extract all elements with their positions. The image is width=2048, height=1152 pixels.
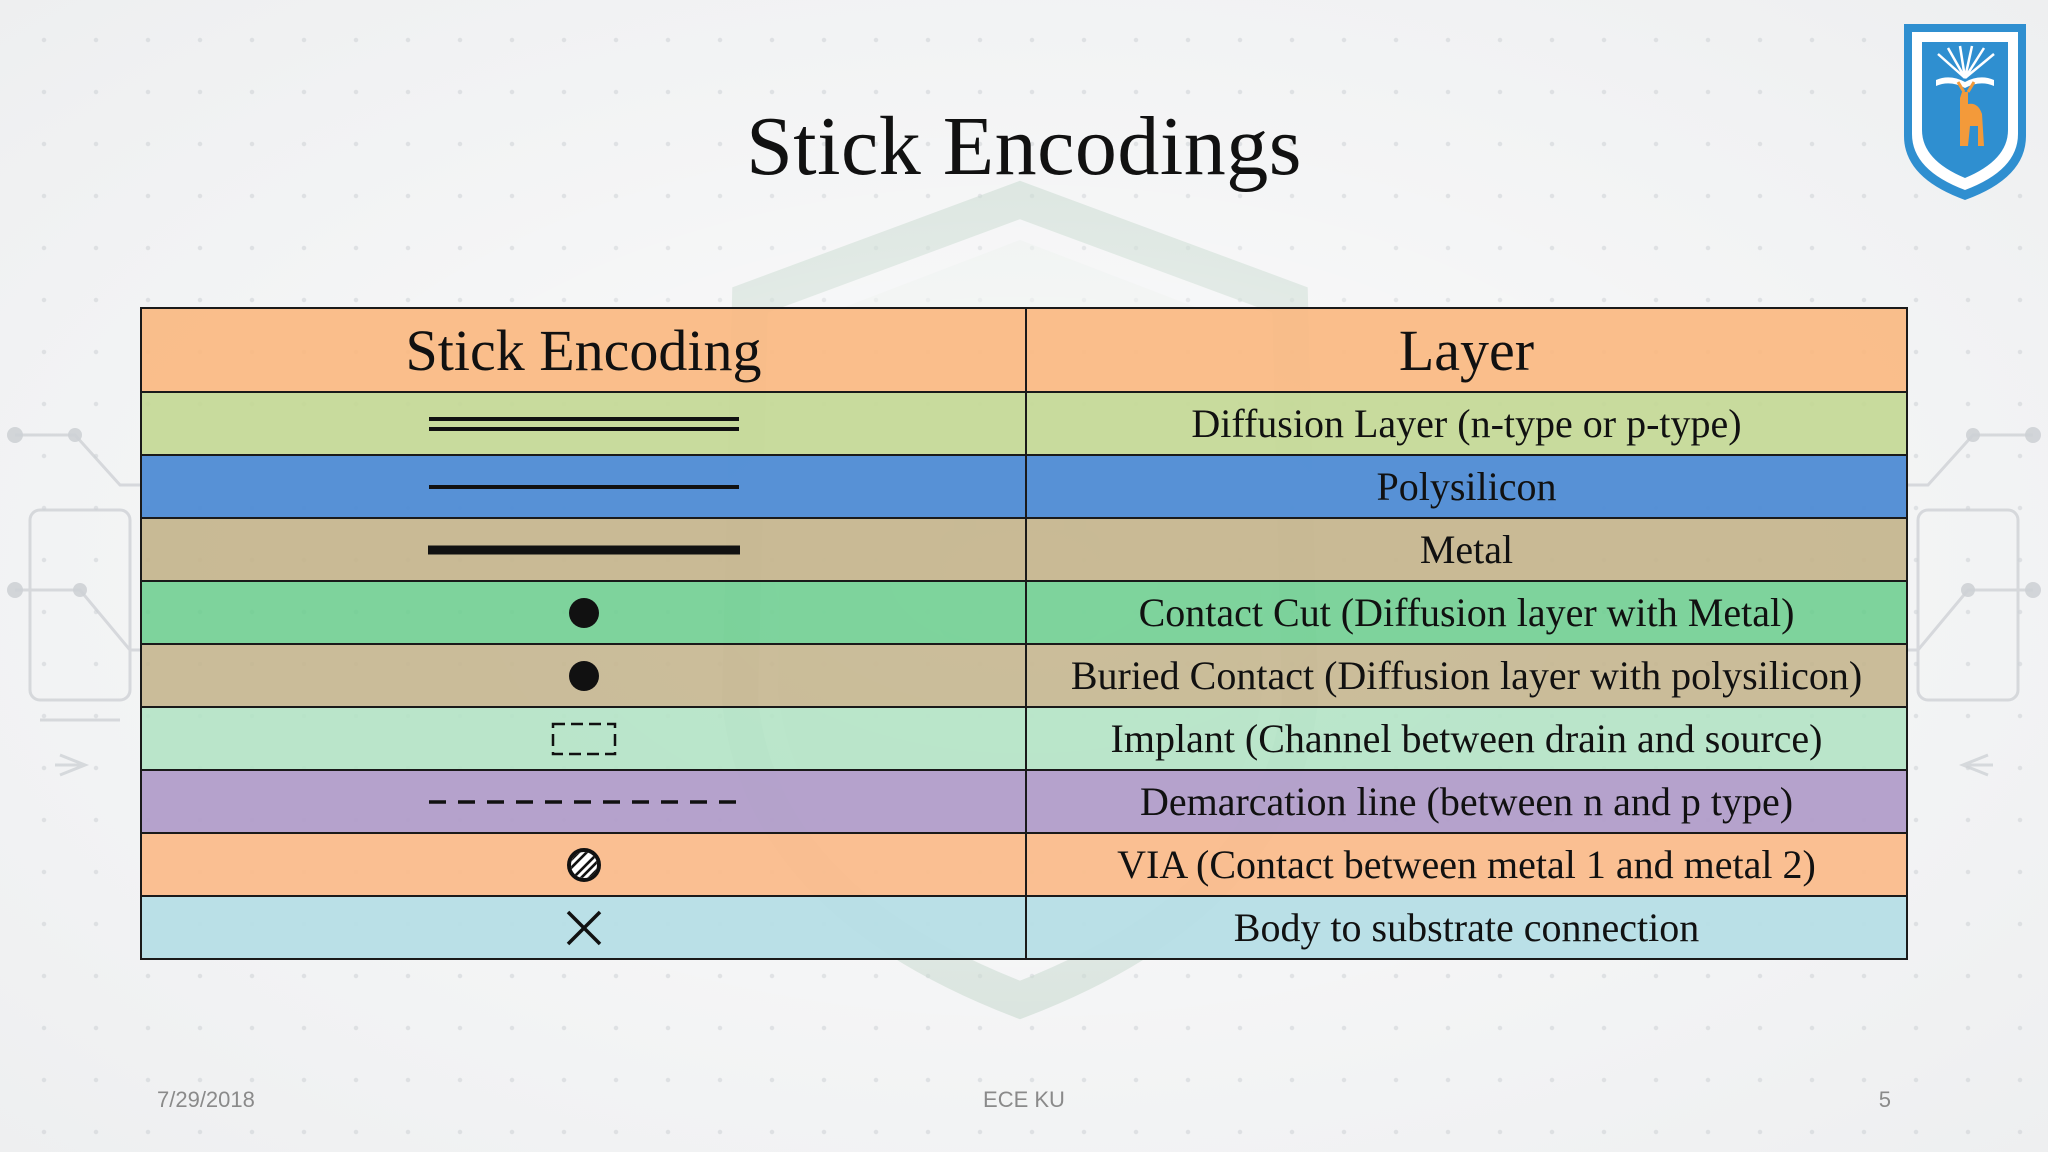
layer-cell: Contact Cut (Diffusion layer with Metal)	[1025, 580, 1908, 645]
header-layer: Layer	[1025, 307, 1908, 393]
table-row: Body to substrate connection	[140, 895, 1908, 960]
table-row: Demarcation line (between n and p type)	[140, 769, 1908, 834]
symbol-cell	[140, 706, 1027, 771]
slide-number: 5	[1878, 1087, 1891, 1112]
table-row: Buried Contact (Diffusion layer with pol…	[140, 643, 1908, 708]
table-row: Polysilicon	[140, 454, 1908, 519]
table-row: Diffusion Layer (n-type or p-type)	[140, 391, 1908, 456]
symbol-cell	[140, 517, 1027, 582]
layer-cell: Body to substrate connection	[1025, 895, 1908, 960]
header-stick-encoding: Stick Encoding	[140, 307, 1027, 393]
symbol-cell	[140, 895, 1027, 960]
table-row: Implant (Channel between drain and sourc…	[140, 706, 1908, 771]
symbol-cell	[140, 643, 1027, 708]
symbol-cell	[140, 769, 1027, 834]
thin-line-icon	[428, 484, 739, 489]
layer-cell: Diffusion Layer (n-type or p-type)	[1025, 391, 1908, 456]
thick-line-icon	[427, 545, 740, 554]
filled-dot-icon	[568, 597, 599, 628]
table-row: Metal	[140, 517, 1908, 582]
layer-cell: Implant (Channel between drain and sourc…	[1025, 706, 1908, 771]
table-header-row: Stick Encoding Layer	[140, 307, 1908, 393]
layer-cell: Metal	[1025, 517, 1908, 582]
dashed-line-icon	[428, 799, 739, 804]
layer-cell: VIA (Contact between metal 1 and metal 2…	[1025, 832, 1908, 897]
footer-center-text: ECE KU	[983, 1087, 1065, 1112]
filled-dot-icon	[568, 660, 599, 691]
double-line-icon	[428, 416, 739, 431]
university-emblem-icon	[1904, 24, 2026, 200]
slide-title: Stick Encodings	[746, 100, 1302, 193]
symbol-cell	[140, 832, 1027, 897]
layer-cell: Polysilicon	[1025, 454, 1908, 519]
dashed-rectangle-icon	[551, 722, 616, 755]
symbol-cell	[140, 454, 1027, 519]
table-row: Contact Cut (Diffusion layer with Metal)	[140, 580, 1908, 645]
layer-cell: Demarcation line (between n and p type)	[1025, 769, 1908, 834]
symbol-cell	[140, 580, 1027, 645]
stick-encoding-table: Stick Encoding Layer Diffusion Layer (n-…	[140, 307, 1908, 960]
hatched-circle-icon	[566, 847, 601, 882]
symbol-cell	[140, 391, 1027, 456]
cross-icon	[566, 910, 601, 945]
layer-cell: Buried Contact (Diffusion layer with pol…	[1025, 643, 1908, 708]
table-row: VIA (Contact between metal 1 and metal 2…	[140, 832, 1908, 897]
footer-date: 7/29/2018	[157, 1087, 255, 1112]
